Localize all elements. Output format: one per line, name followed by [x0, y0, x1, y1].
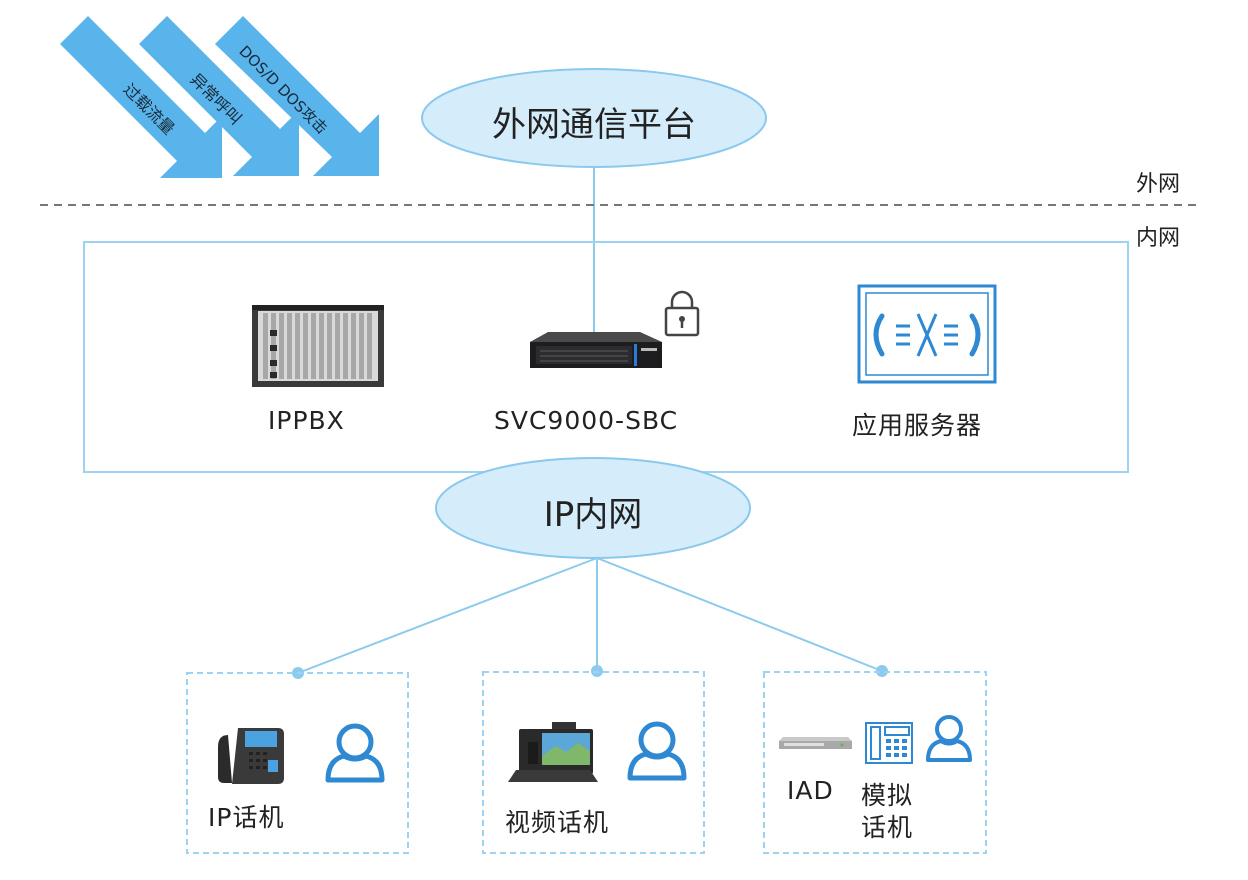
ippbx-chassis-icon — [252, 305, 384, 387]
external-platform-label: 外网通信平台 — [492, 105, 696, 145]
ip-network-ellipse — [435, 457, 751, 559]
attack-arrow-abnormal-call — [139, 16, 299, 176]
analog-phone-label-line2: 话机 — [861, 813, 914, 842]
endpoint-box-iad — [763, 671, 987, 854]
sbc-label: SVC9000-SBC — [494, 406, 679, 435]
attack-arrows — [60, 16, 379, 178]
user-icon — [627, 721, 687, 781]
ip-phone-icon — [218, 728, 284, 784]
iad-label: IAD — [787, 776, 834, 805]
ip-phone-label: IP话机 — [208, 803, 285, 832]
zone-label-outer: 外网 — [1136, 172, 1181, 197]
ippbx-label: IPPBX — [268, 406, 345, 435]
user-icon — [926, 715, 972, 762]
analog-phone-label-line1: 模拟 — [861, 781, 914, 810]
lock-icon — [664, 290, 700, 337]
ip-network-label: IP内网 — [543, 495, 643, 535]
video-phone-label: 视频话机 — [505, 808, 610, 837]
endpoint-links — [297, 557, 883, 674]
attack-arrow-overload — [60, 16, 222, 178]
video-phone-icon — [508, 722, 598, 782]
zone-label-inner: 内网 — [1136, 226, 1181, 251]
analog-phone-icon — [865, 722, 913, 764]
app-server-label: 应用服务器 — [852, 411, 983, 440]
user-icon — [325, 723, 385, 783]
endpoint-box-ip-phone — [186, 672, 409, 854]
app-server-icon — [857, 284, 997, 384]
iad-device-icon — [779, 737, 852, 749]
endpoint-box-video-phone — [482, 671, 705, 854]
attack-arrow-ddos — [215, 16, 379, 176]
sbc-appliance-icon — [530, 332, 662, 368]
